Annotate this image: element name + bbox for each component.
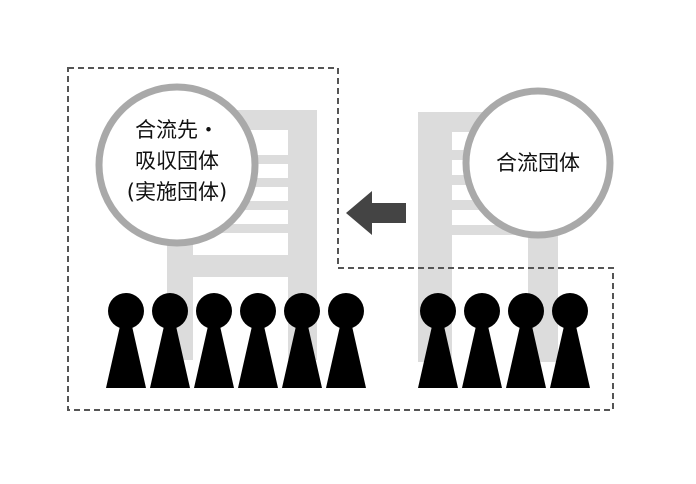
person-head <box>152 293 188 329</box>
person-body <box>282 326 322 388</box>
person-body <box>506 326 546 388</box>
left-group-person-figure <box>150 293 190 388</box>
right-group-person-figure <box>418 293 458 388</box>
person-head <box>240 293 276 329</box>
left-group-person-figure <box>194 293 234 388</box>
person-body <box>194 326 234 388</box>
left-group-person-figure <box>282 293 322 388</box>
merge-destination-label-line-2: 吸収団体 <box>135 149 219 173</box>
person-head <box>108 293 144 329</box>
person-head <box>552 293 588 329</box>
person-head <box>196 293 232 329</box>
right-group-person-figure <box>550 293 590 388</box>
person-head <box>284 293 320 329</box>
merge-destination-circle <box>95 83 259 247</box>
person-body <box>326 326 366 388</box>
merging-organization-label: 合流団体 <box>478 148 598 179</box>
person-body <box>238 326 278 388</box>
merged-boundary-dashed <box>67 67 614 411</box>
person-body <box>150 326 190 388</box>
person-body <box>418 326 458 388</box>
person-body <box>550 326 590 388</box>
person-head <box>420 293 456 329</box>
merging-organization-circle <box>462 87 614 239</box>
person-head <box>464 293 500 329</box>
person-head <box>328 293 364 329</box>
left-group-figures <box>106 293 366 388</box>
merge-destination-label: 合流先・ 吸収団体 (実施団体) <box>107 115 247 208</box>
right-group-figures <box>418 293 590 388</box>
merge-destination-label-line-1: 合流先・ <box>135 118 219 142</box>
right-group-person-figure <box>506 293 546 388</box>
merge-arrow-icon <box>346 191 406 235</box>
left-group-person-figure <box>326 293 366 388</box>
left-group-person-figure <box>238 293 278 388</box>
person-body <box>462 326 502 388</box>
right-group-person-figure <box>462 293 502 388</box>
merge-destination-label-line-3: (実施団体) <box>126 180 228 204</box>
merging-organization-label-text: 合流団体 <box>496 151 580 175</box>
person-head <box>508 293 544 329</box>
person-body <box>106 326 146 388</box>
left-group-person-figure <box>106 293 146 388</box>
